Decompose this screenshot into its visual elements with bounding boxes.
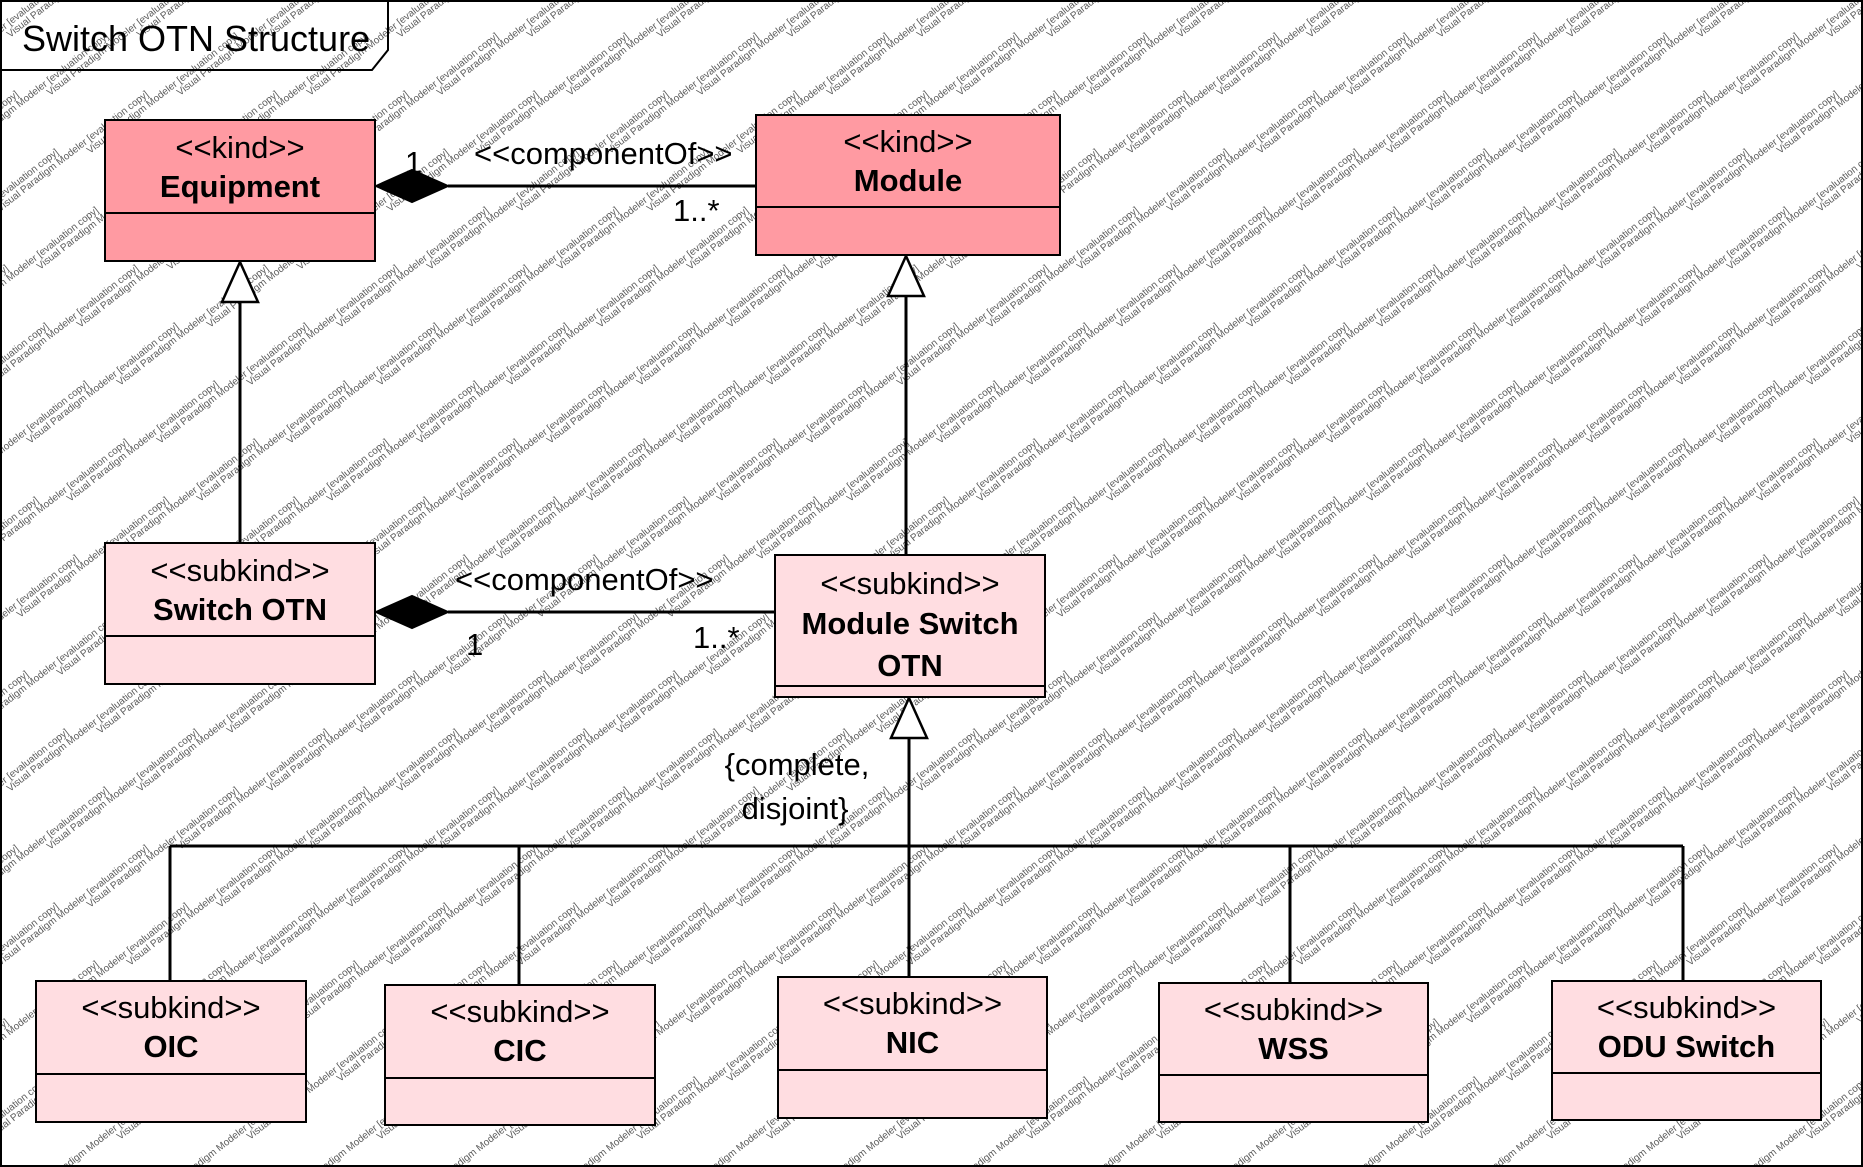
generalization-arrow-module-switch-otn xyxy=(889,694,929,740)
class-name: OIC xyxy=(143,1029,199,1064)
association-middle-stereotype: <<componentOf>> xyxy=(455,562,714,597)
class-module-header: <<kind>> Module xyxy=(757,116,1059,208)
association-middle-whole-multiplicity: 1 xyxy=(466,627,484,662)
class-name-line1: Module Switch xyxy=(801,606,1019,641)
class-name: WSS xyxy=(1258,1031,1329,1066)
generalization-set-constraint-line2: disjoint} xyxy=(741,791,849,826)
stereotype-label: <<subkind>> xyxy=(1203,992,1384,1027)
class-oic[interactable]: <<subkind>> OIC xyxy=(35,980,307,1123)
generalization-arrow-equipment xyxy=(220,258,260,304)
stereotype-label: <<kind>> xyxy=(175,130,305,165)
class-odu-switch-header: <<subkind>> ODU Switch xyxy=(1553,982,1820,1074)
class-switch-otn[interactable]: <<subkind>> Switch OTN xyxy=(104,542,376,685)
class-equipment[interactable]: <<kind>> Equipment xyxy=(104,119,376,262)
class-name: CIC xyxy=(493,1033,547,1068)
composition-diamond-middle xyxy=(373,594,451,630)
class-name: NIC xyxy=(885,1025,940,1060)
class-wss-header: <<subkind>> WSS xyxy=(1160,984,1427,1076)
class-name: Switch OTN xyxy=(153,592,327,627)
frame-name-tab xyxy=(0,0,389,71)
stereotype-label: <<subkind>> xyxy=(820,566,1000,601)
class-name: Equipment xyxy=(159,169,321,204)
class-name: Module xyxy=(853,163,963,198)
generalization-set-constraint-line1: {complete, xyxy=(724,747,870,782)
association-middle-part-multiplicity: 1..* xyxy=(693,620,740,655)
stereotype-label: <<subkind>> xyxy=(430,994,610,1029)
class-oic-header: <<subkind>> OIC xyxy=(37,982,305,1075)
class-cic-header: <<subkind>> CIC xyxy=(386,986,654,1079)
stereotype-label: <<subkind>> xyxy=(150,553,330,588)
class-nic-header: <<subkind>> NIC xyxy=(779,978,1046,1071)
stereotype-label: <<subkind>> xyxy=(822,986,1003,1021)
class-wss[interactable]: <<subkind>> WSS xyxy=(1158,982,1429,1123)
class-equipment-header: <<kind>> Equipment xyxy=(106,121,374,214)
composition-diamond-top xyxy=(373,168,451,204)
class-name: ODU Switch xyxy=(1597,1029,1776,1064)
generalization-arrow-module xyxy=(886,252,926,298)
stereotype-label: <<subkind>> xyxy=(81,990,261,1025)
class-switch-otn-header: <<subkind>> Switch OTN xyxy=(106,544,374,637)
class-nic[interactable]: <<subkind>> NIC xyxy=(777,976,1048,1119)
class-module-switch-otn-header: <<subkind>> Module Switch OTN xyxy=(776,556,1044,687)
stereotype-label: <<kind>> xyxy=(843,124,973,159)
class-name-line2: OTN xyxy=(877,648,943,683)
class-module[interactable]: <<kind>> Module xyxy=(755,114,1061,256)
diagram-title: Switch OTN Structure xyxy=(22,18,371,59)
association-top-whole-multiplicity: 1 xyxy=(405,145,423,180)
class-odu-switch[interactable]: <<subkind>> ODU Switch xyxy=(1551,980,1822,1121)
association-top-stereotype: <<componentOf>> xyxy=(474,136,733,171)
class-cic[interactable]: <<subkind>> CIC xyxy=(384,984,656,1126)
class-module-switch-otn[interactable]: <<subkind>> Module Switch OTN xyxy=(774,554,1046,698)
stereotype-label: <<subkind>> xyxy=(1596,990,1777,1025)
association-top-part-multiplicity: 1..* xyxy=(673,193,720,228)
